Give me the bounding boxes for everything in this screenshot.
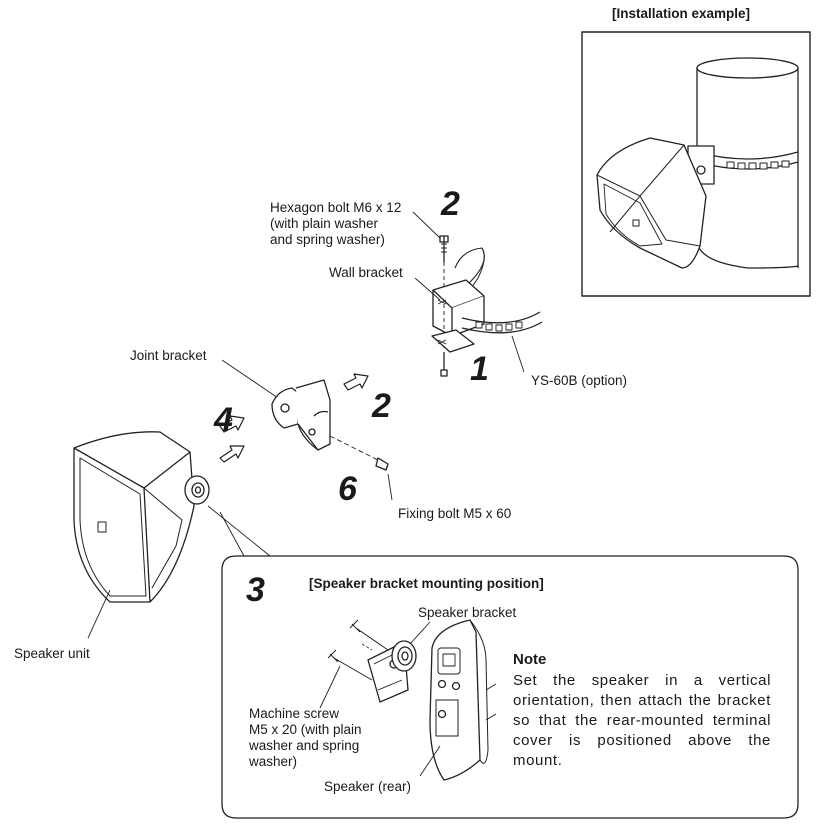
- joint-bracket-label: Joint bracket: [130, 348, 207, 363]
- step-number-4: 4: [214, 401, 233, 439]
- wall-bracket-drawing: [431, 235, 543, 377]
- note-text: Set the speaker in a vertical orientatio…: [513, 672, 771, 769]
- direction-arrows: [219, 373, 369, 463]
- step-number-1: 1: [470, 350, 489, 388]
- detail-callout: [207, 505, 799, 819]
- step-number-2-middle: 2: [372, 387, 391, 425]
- speaker-unit-label: Speaker unit: [14, 646, 90, 661]
- ys60b-label: YS-60B (option): [531, 373, 628, 388]
- leader-lines: [221, 211, 525, 501]
- step-number-6: 6: [338, 470, 357, 508]
- installation-example-title: [Installation example]: [612, 6, 751, 21]
- installation-example-inset: [581, 31, 811, 297]
- detail-heading: [Speaker bracket mounting position]: [309, 576, 544, 591]
- step-number-2-top: 2: [441, 185, 460, 223]
- hexagon-bolt-label: Hexagon bolt M6 x 12 (with plain washer …: [270, 200, 402, 247]
- step-number-3: 3: [246, 571, 265, 609]
- speaker-rear-label: Speaker (rear): [324, 779, 412, 794]
- machine-screw-label: Machine screw M5 x 20 (with plain washer…: [249, 706, 362, 769]
- joint-bracket-drawing: [271, 379, 389, 471]
- speaker-unit-drawing: [73, 431, 210, 639]
- wall-bracket-label: Wall bracket: [329, 265, 403, 280]
- note-title: Note: [513, 651, 547, 668]
- fixing-bolt-label: Fixing bolt M5 x 60: [398, 506, 512, 521]
- speaker-bracket-label: Speaker bracket: [418, 605, 517, 620]
